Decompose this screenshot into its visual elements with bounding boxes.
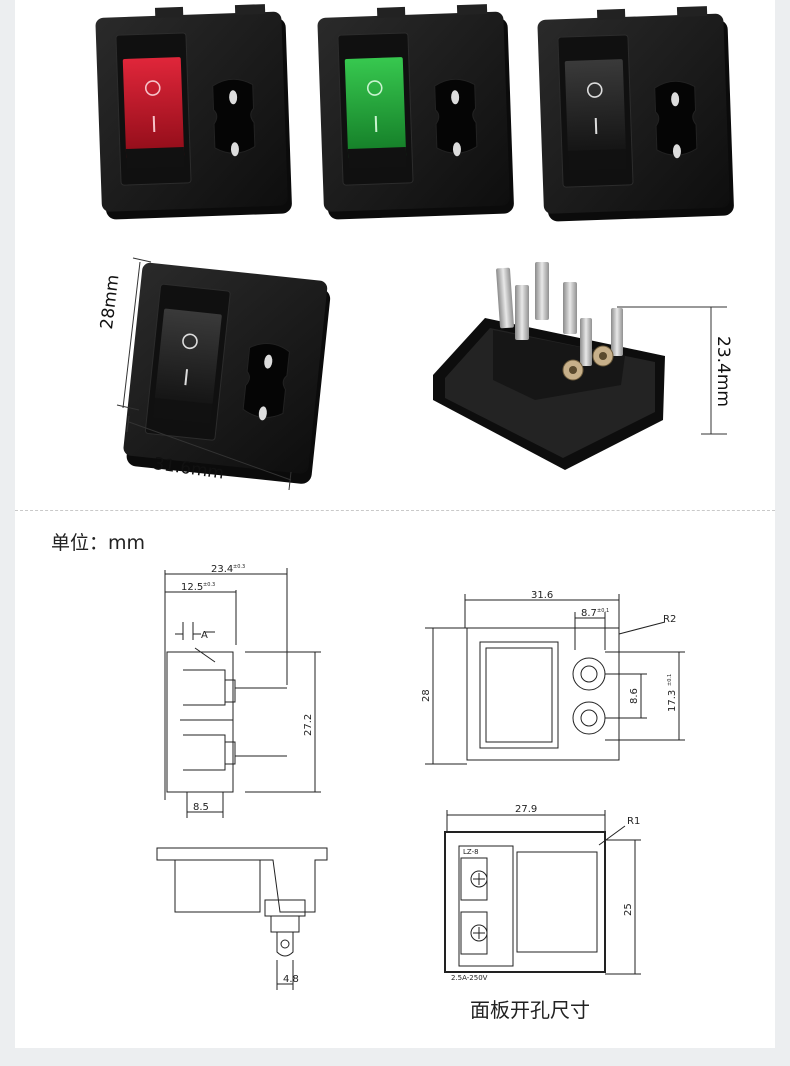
depth-dimension-line [617,306,727,435]
front-height-label: 28 [421,689,432,702]
front-pitch-label: 8.6 [629,688,640,704]
product-sheet: 28mm 31.6mm 23.4mm 单位：mm [15,0,775,1048]
cutout-radius-label: R1 [627,816,640,827]
side-overall-tol: ±0.3 [233,564,245,570]
front-socket-h-tol: ±0.1 [667,674,673,686]
front-radius-label: R2 [663,614,676,625]
photo-dimension-lines [116,257,292,491]
front-socket-h-label: 17.3 [667,690,678,712]
side-height-label: 27.2 [303,714,314,736]
cutout-model-label: LZ-8 [463,848,479,856]
side-base-label: 8.5 [193,802,209,813]
photo-depth-label: 23.4mm [713,336,733,407]
cutout-width-label: 27.9 [515,804,537,815]
panel-cutout-caption: 面板开孔尺寸 [470,998,590,1022]
side-view-drawing [164,568,321,818]
front-width-label: 31.6 [531,590,553,601]
technical-drawings: 23.4 ±0.3 12.5 ±0.3 A 27.2 8.5 4.8 31.6 … [156,564,685,990]
black-rocker [564,59,627,161]
side-offset-label: 12.5 [181,582,203,593]
cutout-rating-label: 2.5A-250V [451,974,488,982]
front-view-drawing [425,594,685,765]
unit-label: 单位：mm [51,532,146,554]
switch-photo-dimensioned [123,262,331,484]
switch-photo-back [433,262,665,470]
switch-photo-green [317,4,514,220]
red-rocker [122,57,185,159]
side-offset-tol: ±0.3 [203,582,215,588]
bottom-view-drawing [156,847,328,990]
cutout-height-label: 25 [623,903,634,916]
product-photos [95,4,734,491]
front-socket-w-tol: ±0.1 [597,608,609,614]
switch-photo-red [95,4,292,220]
bottom-terminal-label: 4.8 [283,974,299,985]
switch-photo-black [537,6,734,222]
cutout-drawing [444,810,641,975]
section-divider [15,510,775,511]
side-overall-label: 23.4 [211,564,233,575]
green-rocker [344,57,407,159]
front-socket-w-label: 8.7 [581,608,597,619]
side-gap-label: A [201,630,208,641]
